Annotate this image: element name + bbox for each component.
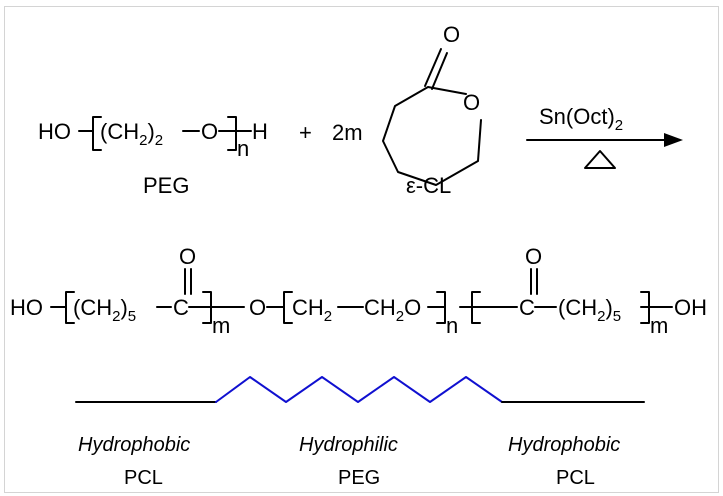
peg-reactant: HO (CH2)2 O n H PEG [38,116,268,198]
pcl-right-carbonyl-o: O [525,244,542,269]
peg-ho: HO [38,119,71,144]
segment-1-polymer: PCL [124,467,163,489]
carbonyl-bond-a [424,48,442,87]
heat-triangle-icon [584,150,616,169]
carbonyl-o: O [443,22,460,47]
pcl-left-carbonyl-o: O [179,244,196,269]
peg-o: O [201,119,218,144]
pcl-left-m: m [212,313,230,338]
peg-bracket-right [227,116,237,151]
pcl-right-bracket-close [640,291,650,324]
pcl-left-ch2: (CH2)5 [73,295,136,325]
block-copolymer-schematic: Hydrophobic PCL Hydrophilic PEG Hydropho… [75,376,645,489]
peg-bracket-left [92,116,102,151]
peg-n: n [237,136,249,161]
segment-2-polymer: PEG [338,467,380,489]
cl-label: ε-CL [406,173,451,198]
peg-ch2-a: CH2 [292,295,332,325]
segment-3-polymer: PCL [556,467,595,489]
segment-3-kind: Hydrophobic [508,434,620,456]
peg-h: H [252,119,268,144]
segment-1-kind: Hydrophobic [78,434,190,456]
reaction-arrow-group: Sn(Oct)2 [526,104,683,169]
product-ho: HO [10,295,43,320]
product-formula: HO (CH2)5 C O m O CH2 CH2O n C O (CH2)5 … [10,244,707,338]
arrowhead [664,133,683,147]
coefficient-2m: 2m [332,120,363,145]
plus-sign: + [299,120,312,145]
ring-o: O [463,90,480,115]
peg-ch2: (CH2)2 [100,119,163,149]
pcl-right-ch2: (CH2)5 [558,295,621,325]
catalyst-label: Sn(Oct)2 [539,104,623,134]
frame-border [4,6,719,493]
bridge-o: O [249,295,266,320]
pcl-right-c: C [519,295,535,320]
lactone-ring [382,86,482,186]
peg-n-sub: n [446,313,458,338]
pcl-left-c: C [173,295,189,320]
caprolactone-structure: O O ε-CL [382,22,482,198]
peg-bracket-close [436,291,446,324]
segment-2-kind: Hydrophilic [299,434,398,456]
carbonyl-bond-b [431,52,448,90]
peg-label: PEG [143,173,189,198]
peg-zigzag-segment [215,376,503,403]
pcl-right-m: m [650,313,668,338]
peg-ch2-b: CH2O [364,295,421,325]
pcl-left-bracket-open [65,291,75,324]
product-oh: OH [674,295,707,320]
peg-bracket-open [283,291,293,324]
